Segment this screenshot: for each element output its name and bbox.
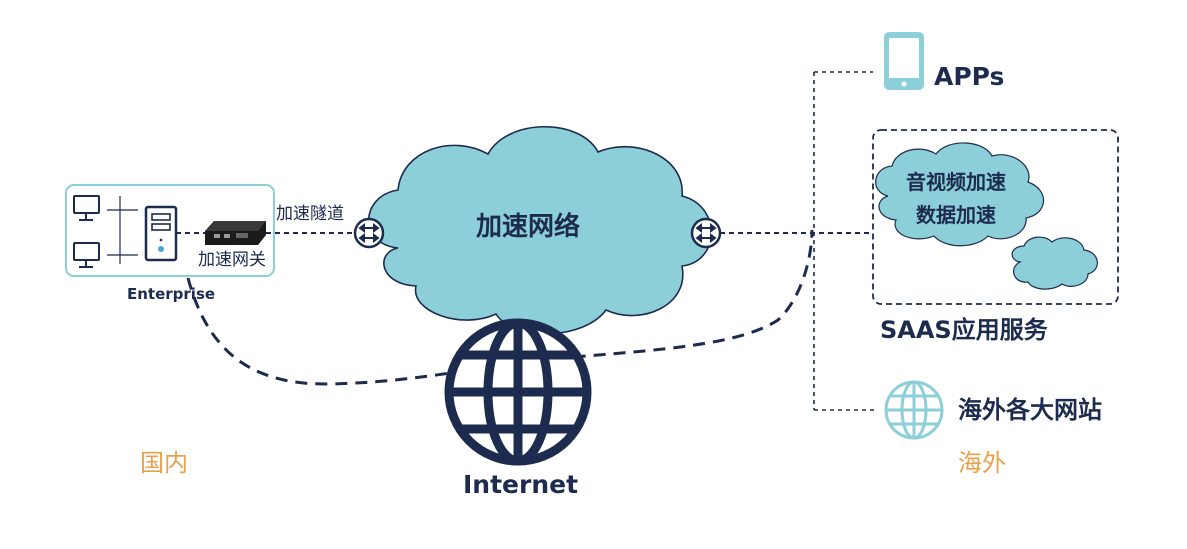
router-icon (353, 217, 385, 249)
enterprise-box (65, 184, 275, 277)
enterprise-label: Enterprise (127, 285, 216, 303)
saas-box (872, 129, 1119, 305)
router-icon (690, 217, 722, 249)
overseas-label: 海外 (958, 449, 1006, 477)
acceleration-cloud (367, 126, 713, 335)
server-icon (144, 205, 178, 262)
globe-icon (444, 318, 592, 466)
globe-icon (884, 380, 944, 440)
saas-cloud-small (1011, 236, 1098, 290)
gateway-label: 加速网关 (198, 250, 266, 270)
monitor-icon (73, 242, 100, 268)
saas-cloud-large (875, 142, 1045, 247)
internet-label: Internet (463, 470, 579, 499)
domestic-label: 国内 (140, 449, 188, 477)
lan-wiring (107, 196, 138, 264)
apps-label: APPs (934, 62, 1005, 91)
websites-label: 海外各大网站 (958, 396, 1102, 424)
network-label: 加速网络 (476, 212, 581, 242)
tablet-icon (884, 32, 924, 90)
overseas-branch-lines (813, 71, 876, 411)
saas-line2: 数据加速 (916, 203, 996, 227)
tunnel-label: 加速隧道 (276, 204, 344, 224)
monitor-icon (73, 195, 100, 221)
saas-label: SAAS应用服务 (880, 316, 1048, 344)
gateway-device-icon (205, 221, 266, 245)
saas-line1: 音视频加速 (906, 170, 1006, 194)
